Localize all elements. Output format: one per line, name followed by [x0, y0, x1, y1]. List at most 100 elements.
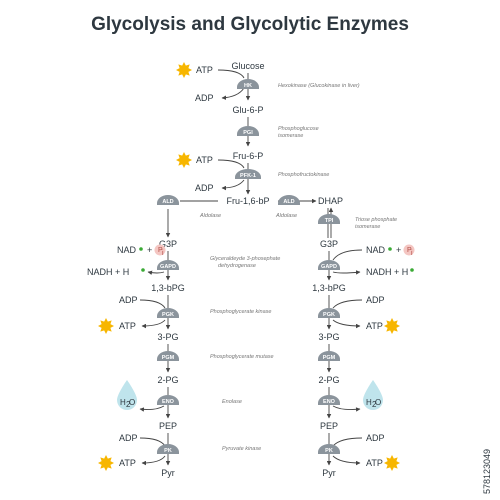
adp-left-pgk-arrow: [139, 299, 166, 309]
enzyme-pgk-left: [157, 308, 179, 318]
enzyme-pfk-name: Phosphofructokinase: [278, 172, 329, 178]
adp-left-pk-label: ADP: [119, 433, 138, 443]
adp-right-pgk-label: ADP: [366, 295, 385, 305]
enzyme-pk-right-label: PK: [325, 448, 333, 454]
pg3-right-label: 3-PG: [318, 332, 339, 342]
adp-left-pgk-label: ADP: [119, 295, 138, 305]
glucose-label: Glucose: [231, 61, 264, 71]
enzyme-tpi-label: TPI: [325, 218, 334, 224]
pep-right-label: PEP: [320, 421, 338, 431]
nadh-left-dot: [141, 268, 145, 272]
bpg13-right-label: 1,3-bPG: [312, 283, 346, 293]
nadh-right-dot: [410, 268, 414, 272]
g3p-left-label: G3P: [159, 239, 177, 249]
sun-star-icon: [384, 455, 400, 471]
enzyme-pgm-left-label: PGM: [162, 355, 175, 361]
atp-left-pgk-arrow: [141, 319, 166, 329]
enzyme-gapd-right: [318, 260, 340, 270]
enzyme-gapd-name: Glyceraldeyde 3-phosephate: [210, 256, 280, 262]
enzyme-ald-right-label: ALD: [283, 199, 294, 205]
nad-left-label: NAD: [117, 245, 137, 255]
h2o-right-h: H: [366, 398, 372, 407]
adp-right-pk-label: ADP: [366, 433, 385, 443]
atp-right-pk-label: ATP: [366, 458, 383, 468]
enzyme-pgk-right-label: PGK: [323, 312, 335, 318]
h2o-right-o: O: [375, 398, 381, 407]
adp-out-pfk-label: ADP: [195, 183, 214, 193]
enzyme-ald-name-right: Aldolase: [275, 213, 297, 219]
nadh-right-label: NADH + H: [366, 267, 408, 277]
atp-in-pfk-arrow: [217, 159, 245, 169]
pi-left-sub: i: [162, 250, 164, 257]
atp-left-pk-label: ATP: [119, 458, 136, 468]
pg3-left-label: 3-PG: [157, 332, 178, 342]
nad-left-plus: +: [147, 245, 152, 255]
bpg13-left-label: 1,3-bPG: [151, 283, 185, 293]
enzyme-tpi-name: Triose phosphate: [355, 217, 397, 223]
enzyme-pgi-name: Phosphoglucose: [278, 126, 319, 132]
phosphate-badge-icon: [154, 244, 166, 256]
enzyme-hk: [237, 79, 259, 89]
nad-right-dot: [388, 247, 392, 251]
enzyme-eno-left: [157, 395, 179, 405]
pep-left-label: PEP: [159, 421, 177, 431]
fru6p-label: Fru-6-P: [233, 151, 264, 161]
adp-out-pfk-arrow: [221, 179, 245, 191]
enzyme-eno-right-label: ENO: [323, 399, 336, 405]
glu6p-label: Glu-6-P: [232, 105, 263, 115]
pi-left-label: P: [158, 247, 163, 254]
enzyme-ald-name-left: Aldolase: [199, 213, 221, 219]
enzyme-ald-right: [278, 195, 300, 205]
enzyme-pgm-left: [157, 351, 179, 361]
adp-right-pgk-arrow: [332, 299, 363, 309]
h2o-right-2: 2: [372, 400, 377, 409]
pyr-left-label: Pyr: [161, 468, 175, 478]
atp-right-pk-arrow: [332, 455, 361, 466]
pi-right-sub: i: [411, 250, 413, 257]
h2o-left-h: H: [120, 398, 126, 407]
enzyme-gapd-left-label: GAPD: [160, 264, 176, 270]
enzyme-pgm-right: [318, 351, 340, 361]
enzyme-pfk: [235, 169, 261, 179]
atp-left-pgk-label: ATP: [119, 321, 136, 331]
enzyme-pgi-name-2: isomerase: [278, 133, 303, 139]
sun-star-icon: [384, 318, 400, 334]
pi-right-label: P: [407, 247, 412, 254]
fru16bp-label: Fru-1,6-bP: [226, 196, 269, 206]
g3p-right-label: G3P: [320, 239, 338, 249]
enzyme-hk-label: HK: [244, 83, 252, 89]
nadh-left-arrow: [147, 270, 165, 276]
adp-out-hk-arrow: [221, 87, 245, 100]
dhap-label: DHAP: [318, 196, 343, 206]
nad-left-dot: [139, 247, 143, 251]
nadh-left-label: NADH + H: [87, 267, 129, 277]
enzyme-pk-left: [157, 444, 179, 454]
nadh-right-arrow: [332, 270, 361, 275]
enzyme-ald-left-label: ALD: [162, 199, 173, 205]
phosphate-badge-icon: [403, 244, 415, 256]
nad-right-label: NAD: [366, 245, 386, 255]
pg2-left-label: 2-PG: [157, 375, 178, 385]
image-id-text: 578123049: [482, 448, 492, 494]
pyr-right-label: Pyr: [322, 468, 336, 478]
atp-right-pgk-arrow: [332, 319, 361, 329]
h2o-left-arrow: [139, 405, 165, 412]
enzyme-pgi-label: PGI: [243, 130, 253, 136]
enzyme-pk-left-label: PK: [164, 448, 172, 454]
enzyme-gapd-name-2: dehydrogenase: [218, 263, 256, 269]
enzyme-pfk-label: PFK-1: [240, 173, 256, 179]
enzyme-pgk-left-label: PGK: [162, 312, 174, 318]
nad-right-arrow: [332, 249, 363, 261]
adp-out-hk-label: ADP: [195, 93, 214, 103]
enzyme-hk-name: Hexokinase (Glucokinase in liver): [278, 83, 360, 89]
enzyme-tpi-name-2: isomerase: [355, 224, 380, 230]
sun-star-icon: [98, 455, 114, 471]
enzyme-pgm-right-label: PGM: [323, 355, 336, 361]
pg2-right-label: 2-PG: [318, 375, 339, 385]
atp-in-hk-arrow: [217, 69, 245, 79]
h2o-left-o: O: [129, 398, 135, 407]
nad-right-plus: +: [396, 245, 401, 255]
enzyme-eno-right: [318, 395, 340, 405]
adp-right-pk-arrow: [332, 437, 363, 447]
enzyme-pgk-right: [318, 308, 340, 318]
